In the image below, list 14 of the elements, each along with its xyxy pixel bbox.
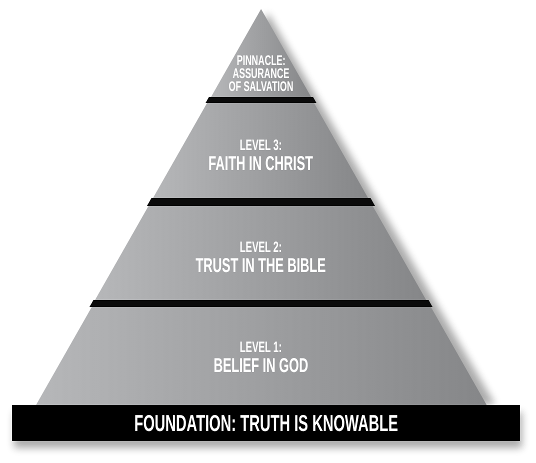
foundation-label: FOUNDATION: TRUTH IS KNOWABLE [134,410,398,436]
level-heading: LEVEL 3: [240,138,282,152]
pyramid-apex [210,9,312,97]
level-heading: LEVEL 2: [240,240,282,254]
level-title: TRUST IN THE BIBLE [196,254,326,276]
level-title: FAITH IN CHRIST [208,152,314,174]
level-title: ASSURANCE OF SALVATION [228,66,294,92]
level-heading: PINNACLE: [236,54,286,66]
level-heading: LEVEL 1: [240,340,282,354]
foundation-bar [12,405,520,441]
pyramid-tier [153,103,369,198]
pyramid-tier [95,206,427,300]
level-title: BELIEF IN GOD [214,354,308,376]
pyramid-tier [36,307,486,405]
